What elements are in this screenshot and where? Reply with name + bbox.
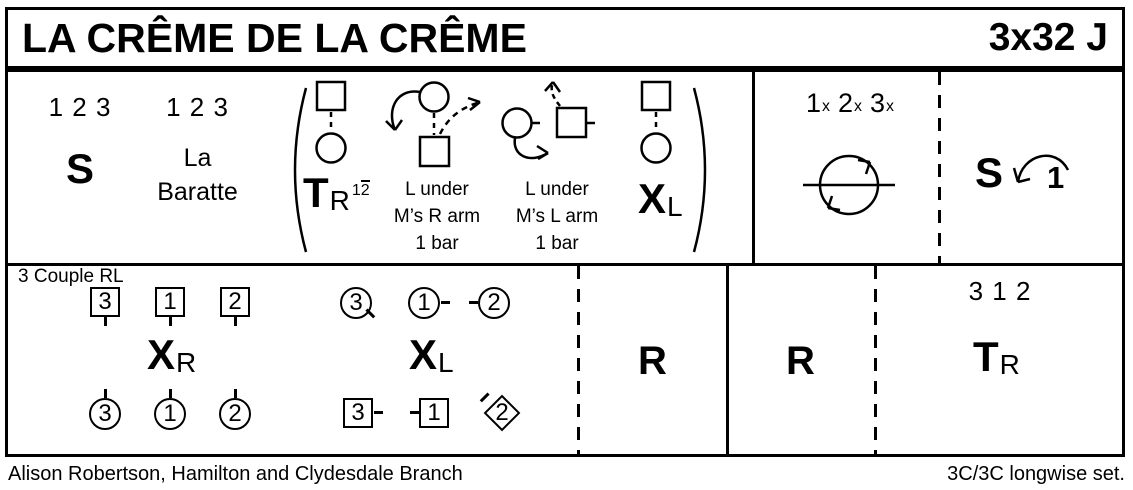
woman-circle-icon — [418, 81, 450, 113]
woman-circle-icon — [501, 107, 533, 139]
turn-arrow-icon — [1010, 142, 1074, 190]
under-left-arm-label: L under M’s L arm 1 bar — [515, 179, 599, 254]
man-square-icon: 1 — [419, 398, 449, 428]
baratte-couples: 1 2 3 — [166, 92, 229, 122]
set-symbol: S — [65, 145, 94, 192]
facing-tick — [234, 389, 237, 398]
dance-code: 3x32 J — [988, 16, 1108, 59]
reel-symbol-1: R — [638, 339, 667, 383]
deviser-credit: Alison Robertson, Hamilton and Clydesdal… — [8, 463, 463, 485]
title-bar: LA CRÊME DE LA CRÊME 3x32 J — [5, 7, 1125, 69]
set-turn-symbol: S — [975, 149, 1004, 196]
reel-symbol-2: R — [786, 339, 815, 383]
facing-tick — [169, 389, 172, 398]
set-type: 3C/3C longwise set. — [947, 463, 1125, 485]
woman-circle-icon: 3 — [340, 287, 372, 319]
diamond-icon: 2 — [482, 393, 522, 433]
facing-tick — [104, 317, 107, 326]
man-square-icon — [640, 80, 672, 112]
man-square-icon: 2 — [220, 287, 250, 317]
under-right-arm-label: L under M’s R arm 1 bar — [393, 179, 481, 254]
solid-arrow-icon — [390, 90, 421, 131]
woman-circle-icon: 1 — [408, 287, 440, 319]
couple-facing-icon — [314, 79, 348, 167]
bottom-row-divider-solid — [726, 266, 729, 457]
facing-tick — [374, 411, 383, 414]
rl-caption: 3 Couple RL — [18, 266, 124, 287]
woman-circle-icon: 1 — [154, 398, 186, 430]
man-square-icon — [555, 106, 588, 139]
top-row-divider-solid — [752, 69, 755, 266]
man-square-icon: 3 — [343, 398, 373, 428]
top-row-divider-dashed — [938, 72, 941, 263]
couple-facing-icon — [639, 79, 673, 167]
baratte-name-line1: La — [183, 144, 212, 172]
under-left-arm-icon — [496, 80, 616, 184]
woman-circle-icon: 2 — [478, 287, 510, 319]
man-square-icon: 3 — [90, 287, 120, 317]
turn-letter: T — [303, 169, 329, 216]
man-square-icon — [315, 80, 347, 112]
man-square-icon: 1 — [155, 287, 185, 317]
open-paren-icon — [283, 84, 309, 256]
finish-order: 3 1 2 — [968, 276, 1032, 306]
facing-tick — [234, 317, 237, 326]
turn-sub: R — [329, 185, 350, 216]
facing-tick — [104, 389, 107, 398]
bottom-row-divider-dashed-1 — [577, 266, 580, 454]
hands-round-icon — [799, 148, 899, 222]
close-paren-icon — [691, 84, 717, 256]
man-square-icon — [418, 135, 451, 168]
turn-fraction: 12 — [351, 180, 370, 199]
row-divider — [5, 263, 1125, 266]
under-right-arm-icon — [374, 80, 498, 184]
bottom-row-divider-dashed-2 — [874, 266, 877, 454]
facing-tick — [441, 301, 450, 304]
woman-circle-icon — [640, 132, 672, 164]
facing-tick — [410, 411, 419, 414]
woman-circle-icon: 3 — [89, 398, 121, 430]
woman-circle-icon — [315, 132, 347, 164]
dashed-arrow-icon — [550, 81, 561, 107]
dance-title: LA CRÊME DE LA CRÊME — [22, 14, 527, 61]
dashed-arrow-icon — [438, 100, 481, 135]
set-cell-couples: 1 2 3 — [48, 92, 112, 122]
facing-tick — [469, 301, 478, 304]
turn-count: 1 — [1047, 160, 1065, 195]
facing-tick — [169, 317, 172, 326]
baratte-name-line2: Baratte — [157, 178, 238, 206]
woman-circle-icon: 2 — [219, 398, 251, 430]
